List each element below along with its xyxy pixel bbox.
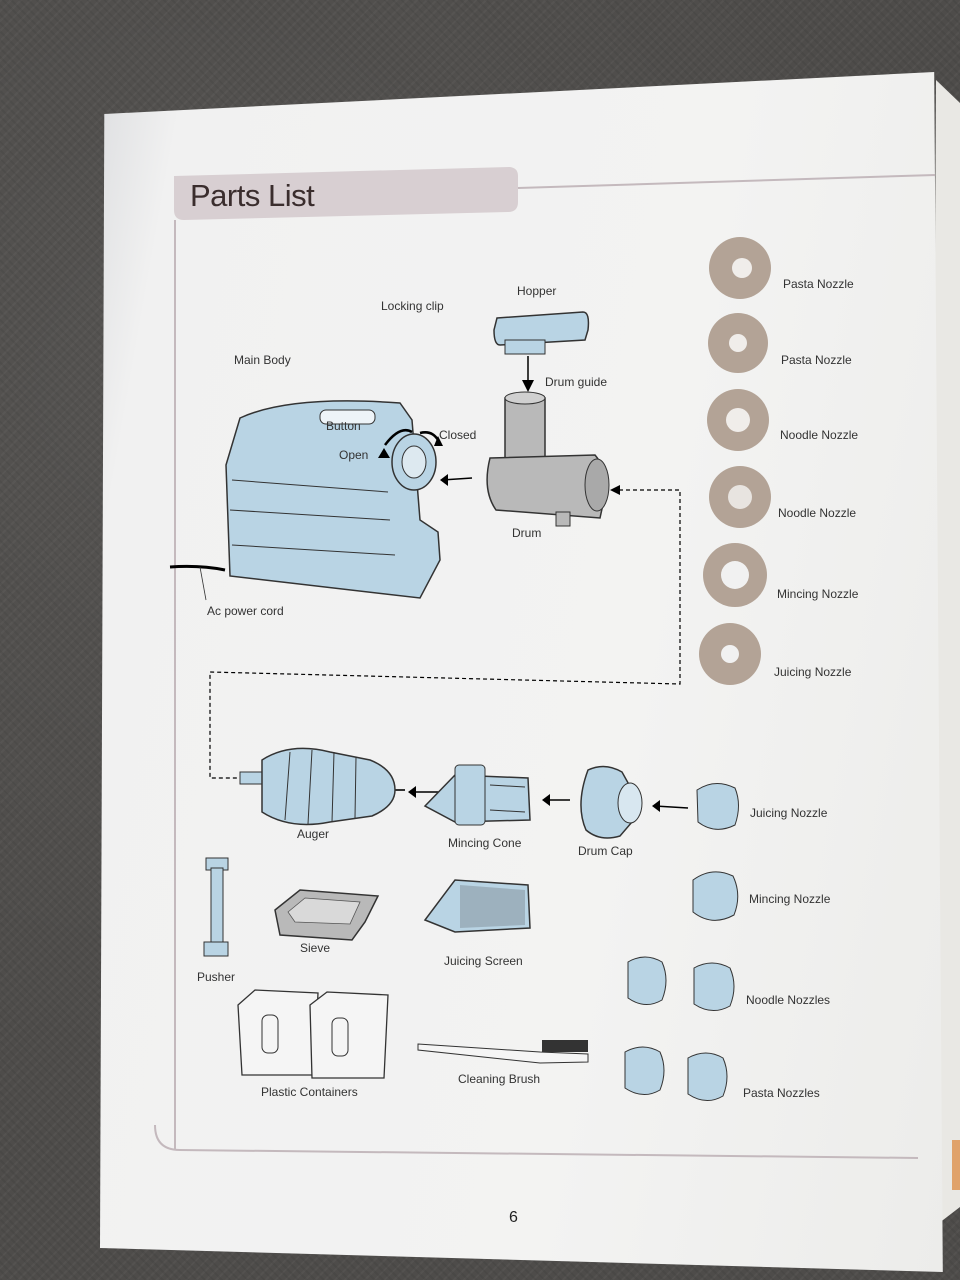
page-tab-marker — [952, 1140, 960, 1190]
manual-page — [100, 72, 943, 1272]
assembly-path — [209, 489, 681, 779]
label-closed: Closed — [439, 428, 477, 442]
sieve-illustration — [274, 889, 380, 941]
main-body-illustration — [169, 400, 443, 601]
label-hopper: Hopper — [517, 284, 557, 298]
label-cleaning-brush: Cleaning Brush — [458, 1072, 541, 1086]
cleaning-brush-illustration — [417, 1040, 589, 1064]
nozzle-list-label: Juicing Nozzle — [774, 665, 852, 679]
nozzle-list-label: Mincing Nozzle — [777, 587, 859, 601]
label-plastic-containers: Plastic Containers — [261, 1085, 358, 1099]
label-locking-clip: Locking clip — [381, 299, 444, 313]
pusher-illustration — [203, 857, 229, 957]
nozzle-list-label: Noodle Nozzle — [780, 428, 859, 442]
drum-cap-illustration — [580, 765, 689, 839]
title-rule — [517, 174, 936, 189]
plastic-containers-illustration — [237, 989, 389, 1079]
mincing-cone-illustration — [423, 764, 570, 826]
auger-illustration — [239, 747, 440, 826]
juicing-screen-illustration — [423, 879, 531, 933]
label-mincing-nozzle: Mincing Nozzle — [749, 892, 831, 906]
label-juicing-nozzle: Juicing Nozzle — [750, 806, 828, 820]
label-drum: Drum — [512, 526, 542, 540]
label-ac-power-cord: Ac power cord — [207, 604, 284, 618]
label-open: Open — [339, 448, 369, 462]
label-main-body: Main Body — [234, 353, 291, 367]
nozzle-list-label: Pasta Nozzle — [783, 277, 854, 291]
nozzle-list-illustrations — [699, 237, 771, 685]
label-noodle-nozzles: Noodle Nozzles — [746, 993, 831, 1007]
drum-illustration — [440, 391, 610, 527]
power-cord — [169, 564, 226, 572]
label-pusher: Pusher — [197, 970, 236, 984]
label-sieve: Sieve — [300, 941, 331, 955]
label-button: Button — [326, 419, 361, 433]
label-mincing-cone: Mincing Cone — [448, 836, 522, 850]
nozzle-list-label: Noodle Nozzle — [778, 506, 857, 520]
page-number: 6 — [509, 1209, 518, 1226]
label-pasta-nozzles: Pasta Nozzles — [743, 1086, 820, 1100]
page-title: Parts List — [190, 178, 315, 213]
label-auger: Auger — [297, 827, 330, 841]
hopper-illustration — [493, 311, 590, 392]
label-drum-guide: Drum guide — [545, 375, 608, 389]
label-juicing-screen: Juicing Screen — [444, 954, 523, 968]
title-bar — [174, 167, 518, 220]
frame-bottom — [154, 1124, 919, 1159]
blue-nozzle-illustrations — [624, 783, 739, 1101]
nozzle-list-label: Pasta Nozzle — [781, 353, 852, 367]
label-drum-cap: Drum Cap — [578, 844, 633, 858]
